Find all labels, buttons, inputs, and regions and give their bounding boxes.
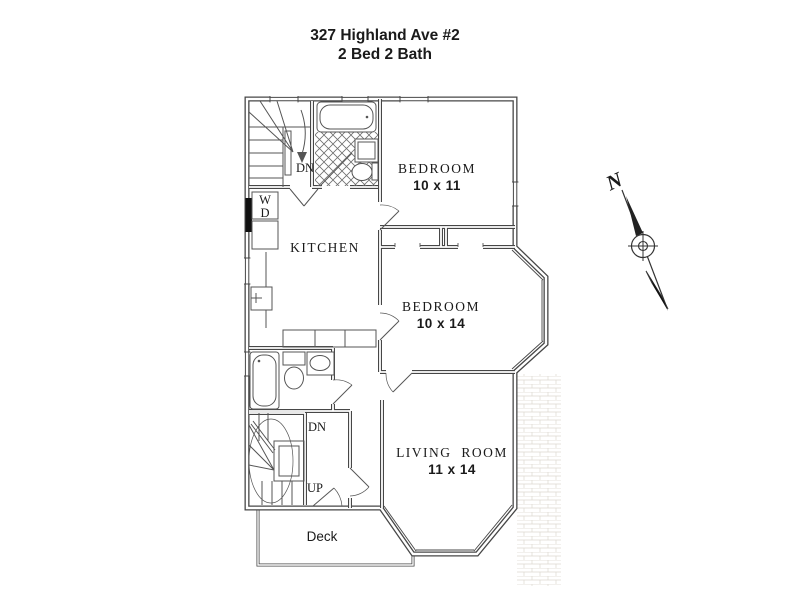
base-cabinets [282,329,377,348]
bedroom1-closets [394,243,484,247]
washer-label: W [259,193,271,207]
deck-label: Deck [307,529,338,544]
address-title: 327 Highland Ave #2 [310,27,460,44]
appliance-box [251,220,279,250]
bathtub-icon [316,101,377,133]
living-room-label: LIVING ROOM [396,445,508,460]
toilet-icon [282,351,306,390]
deck-door [312,487,343,507]
lower-stairs-icon [248,413,305,505]
kitchen-counters [250,252,377,348]
compass: N [601,167,669,311]
lower-bath-door [332,379,353,405]
upper-stairs-icon [248,100,310,187]
lower-stairs-up-label: UP [307,481,323,495]
kitchen-sink-icon [250,286,273,311]
exterior-paving-texture [517,374,561,586]
windows [243,95,544,552]
dryer-label: D [260,206,269,220]
chimney [245,198,252,232]
hall-living-door [349,467,370,497]
exterior-walls [244,96,549,557]
bedroom1-door [379,204,400,231]
dn-arrow [300,109,306,155]
bath-door-leaf [319,152,353,187]
plan-title: 327 Highland Ave #2 2 Bed 2 Bath [310,27,460,63]
bedroom2-dims: 10 x 14 [417,316,466,331]
interior-walls [249,99,515,508]
bedroom1-label: BEDROOM [398,161,476,176]
lower-stairs-dn-label: DN [308,420,326,434]
living-room-door [385,372,413,393]
room-labels: KITCHEN BEDROOM 10 x 11 BEDROOM 10 x 14 … [290,161,508,544]
living-room-dims: 11 x 14 [428,462,476,477]
upper-stairs-dn-label: DN [296,161,314,175]
toilet-icon [351,162,379,181]
sink-icon [354,138,379,163]
compass-needle-icon [621,189,669,311]
upper-bathroom [315,101,379,187]
bed-bath-subtitle: 2 Bed 2 Bath [338,46,432,63]
kitchen-hall-door [289,188,319,207]
lower-bathroom [249,351,335,410]
bedroom1-dims: 10 x 11 [413,178,461,193]
laundry-area: W D [245,191,279,250]
bedroom2-label: BEDROOM [402,299,480,314]
doors [289,188,413,507]
bedroom2-door [379,312,400,341]
washer-dryer-unit [251,191,279,220]
kitchen-label: KITCHEN [290,240,360,255]
bathtub-icon [249,351,280,410]
sink-icon [306,351,335,376]
